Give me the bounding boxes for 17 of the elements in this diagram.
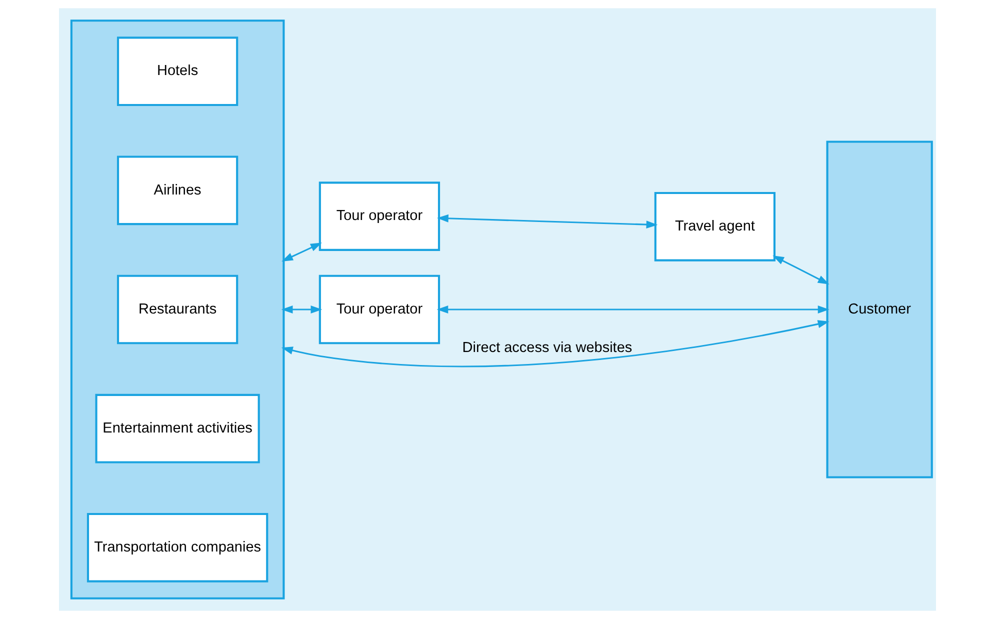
node-box: Customer	[826, 140, 933, 478]
node-box: Airlines	[116, 156, 238, 226]
arrow	[281, 306, 322, 314]
arrow	[436, 214, 658, 229]
node-box: Tour operator	[318, 182, 440, 251]
arrow	[436, 306, 830, 314]
node-box: Tour operator	[318, 274, 440, 344]
arrow	[281, 320, 830, 368]
node-box: Hotels	[116, 36, 238, 106]
arrow	[772, 256, 830, 284]
node-box: Transportation companies	[86, 512, 268, 582]
edge-label: Direct access via websites	[462, 340, 632, 356]
node-box: Travel agent	[654, 192, 776, 262]
node-box: Entertainment activities	[95, 394, 260, 464]
node-box: Restaurants	[116, 274, 238, 344]
arrow	[282, 242, 322, 262]
cluster	[70, 20, 285, 600]
